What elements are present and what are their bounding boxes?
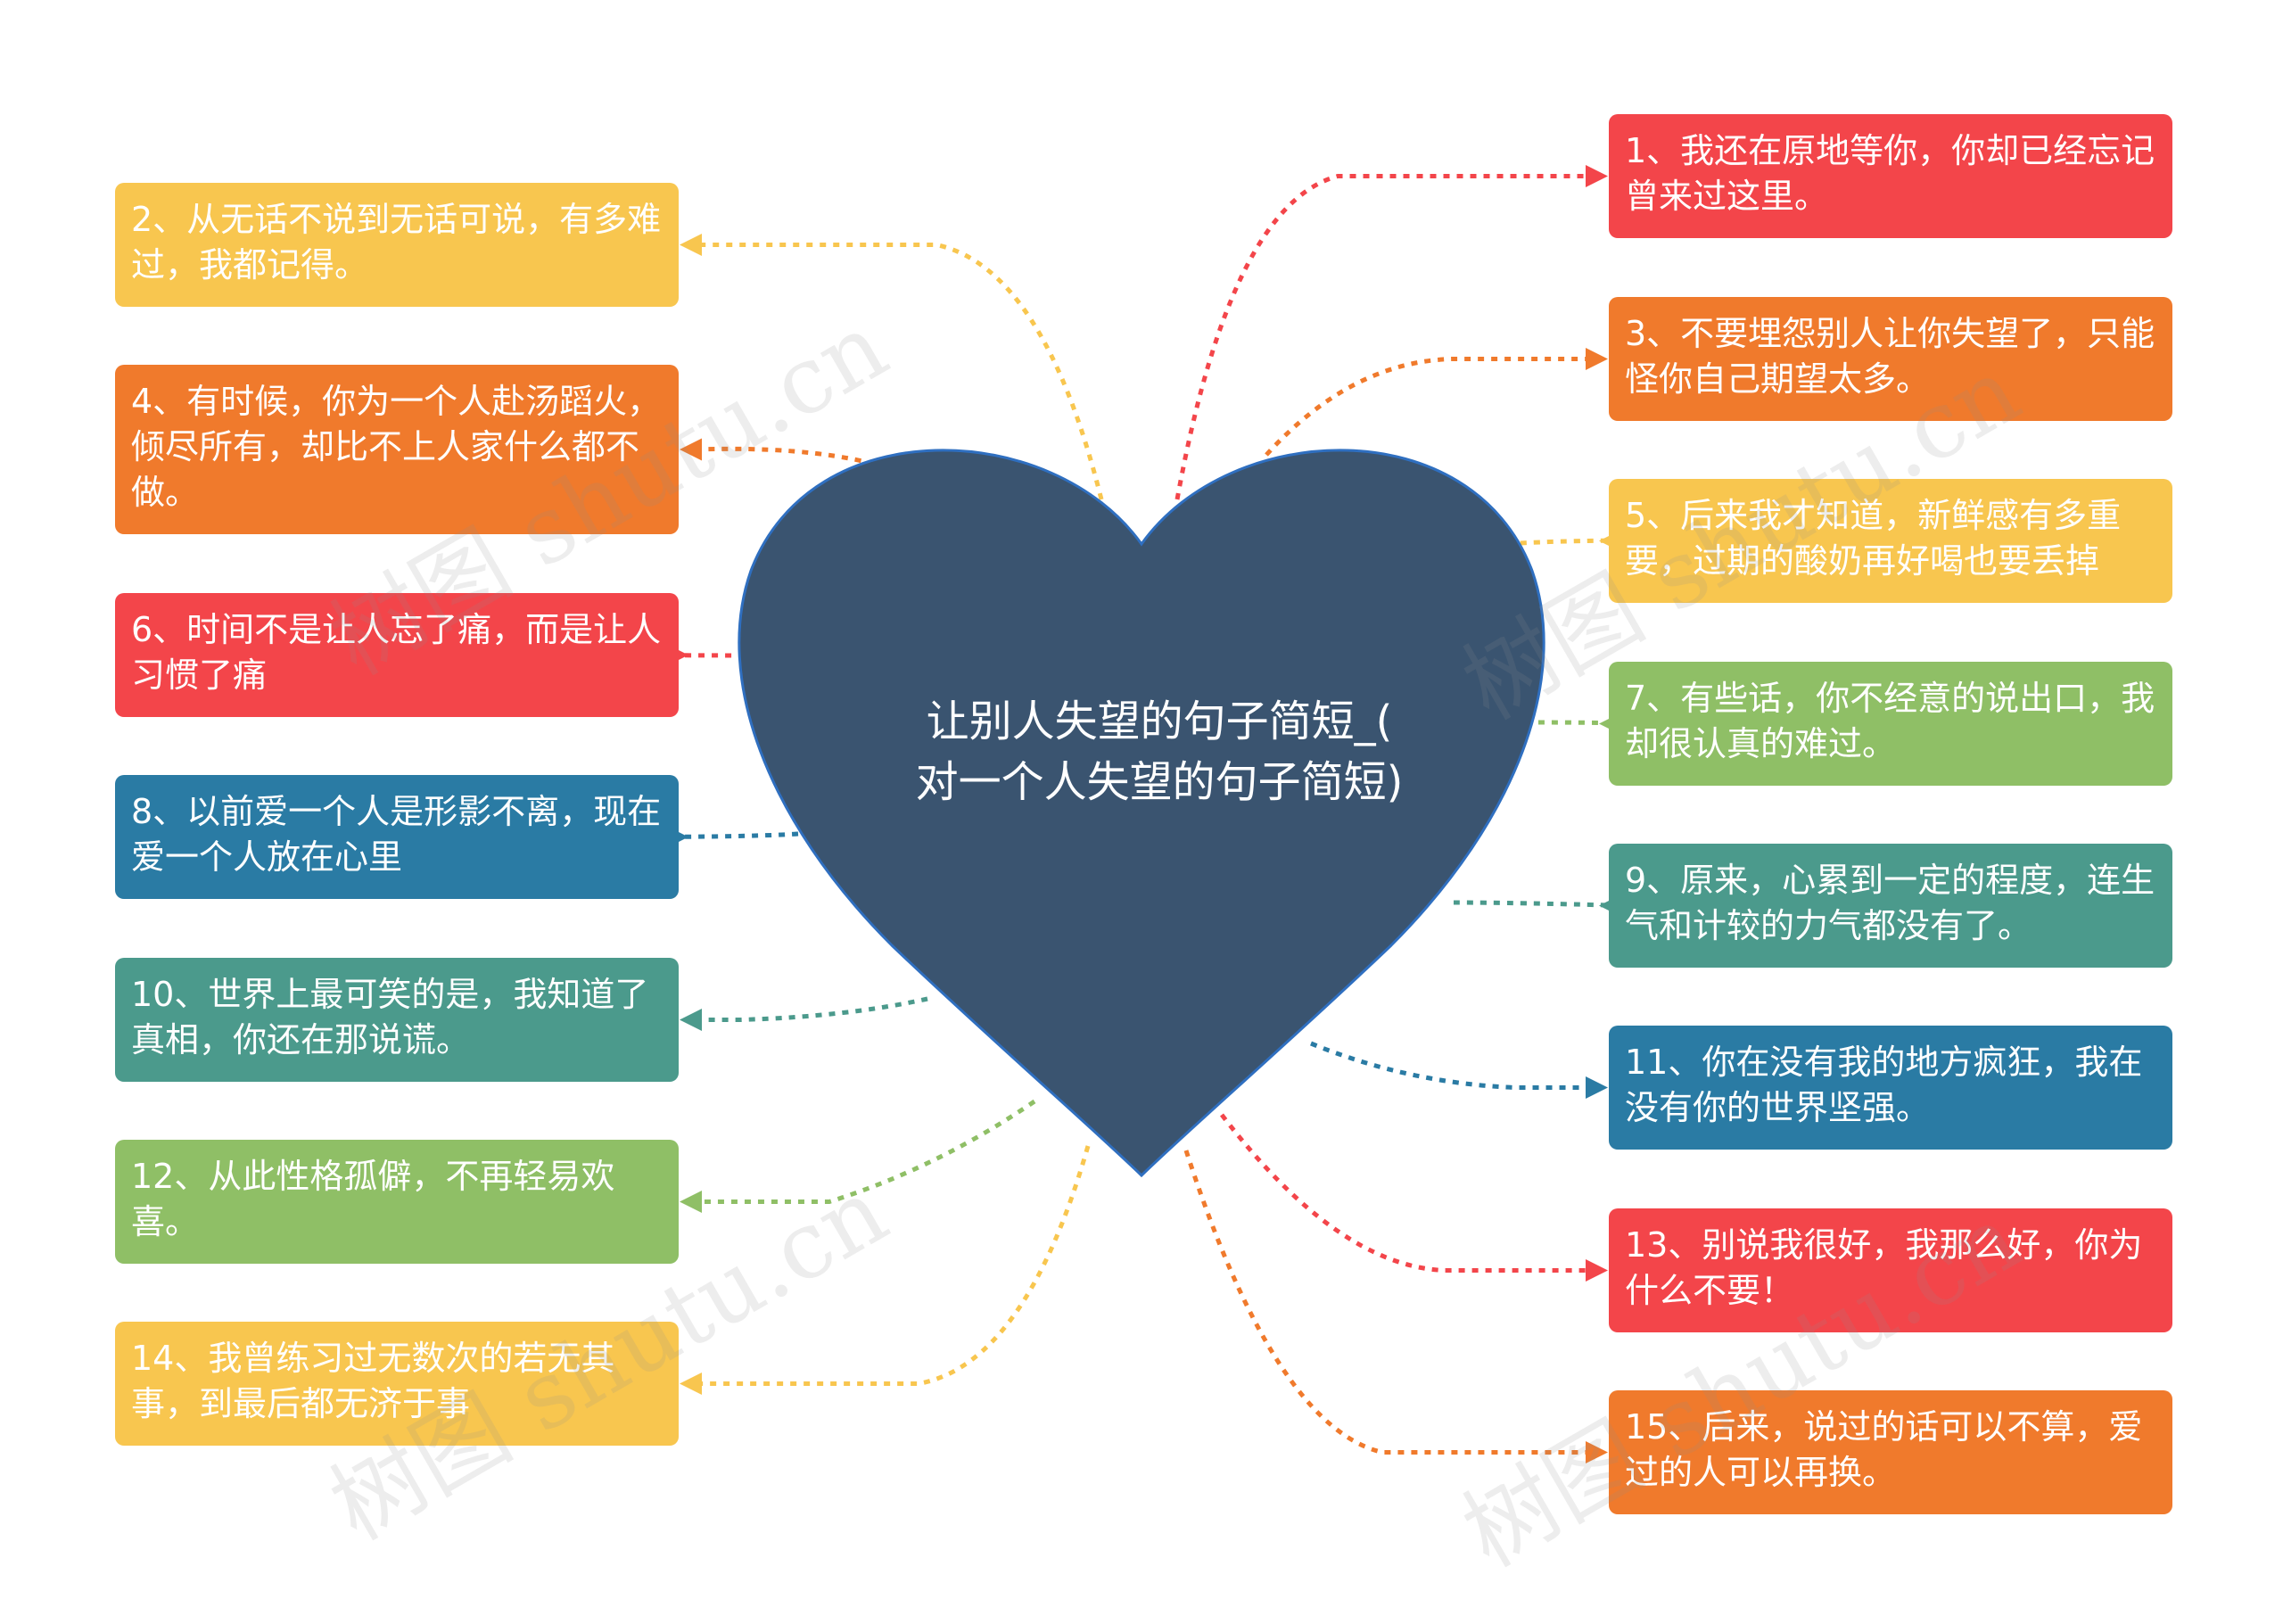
- node-7-text: 7、有些话，你不经意的说出口，我却很认真的难过。: [1625, 679, 2155, 763]
- node-14-text: 14、我曾练习过无数次的若无其事，到最后都无济于事: [131, 1339, 615, 1423]
- node-12-text: 12、从此性格孤僻，不再轻易欢喜。: [131, 1157, 615, 1241]
- node-5-text: 5、后来我才知道，新鲜感有多重要，过期的酸奶再好喝也要丢掉: [1625, 496, 2122, 581]
- connector-n2: [680, 234, 1104, 500]
- connector-n9: [1453, 894, 1624, 917]
- node-9-text: 9、原来，心累到一定的程度，连生气和计较的力气都没有了。: [1625, 861, 2155, 945]
- node-4-text: 4、有时候，你为一个人赴汤蹈火，倾尽所有，却比不上人家什么都不做。: [131, 382, 662, 512]
- connector-n6: [614, 644, 759, 666]
- connector-n5: [1506, 530, 1677, 552]
- node-10-text: 10、世界上最可笑的是，我知道了真相，你还在那说谎。: [131, 975, 649, 1059]
- center-title: 让别人失望的句子简短_( 对一个人失望的句子简短): [838, 691, 1480, 812]
- node-11-text: 11、你在没有我的地方疯狂，我在没有你的世界坚强。: [1625, 1043, 2143, 1127]
- node-2-text: 2、从无话不说到无话可说，有多难过，我都记得。: [131, 200, 662, 284]
- connector-n10: [680, 996, 928, 1031]
- node-1-text: 1、我还在原地等你，你却已经忘记曾来过这里。: [1625, 131, 2155, 216]
- node-8[interactable]: 8、以前爱一个人是形影不离，现在爱一个人放在心里: [115, 775, 679, 899]
- node-2[interactable]: 2、从无话不说到无话可说，有多难过，我都记得。: [115, 183, 679, 307]
- node-7[interactable]: 7、有些话，你不经意的说出口，我却很认真的难过。: [1609, 662, 2172, 786]
- node-13-text: 13、别说我很好，我那么好，你为什么不要！: [1625, 1225, 2143, 1310]
- node-11[interactable]: 11、你在没有我的地方疯狂，我在没有你的世界坚强。: [1609, 1026, 2172, 1150]
- center-title-line-2: 对一个人失望的句子简短): [915, 757, 1404, 807]
- node-6[interactable]: 6、时间不是让人忘了痛，而是让人习惯了痛: [115, 593, 679, 717]
- connector-n1: [1174, 165, 1608, 500]
- node-3-text: 3、不要埋怨别人让你失望了，只能怪你自己期望太多。: [1625, 314, 2155, 399]
- node-10[interactable]: 10、世界上最可笑的是，我知道了真相，你还在那说谎。: [115, 958, 679, 1082]
- connector-n7: [1537, 713, 1682, 735]
- node-15[interactable]: 15、后来，说过的话可以不算，爱过的人可以再换。: [1609, 1390, 2172, 1514]
- connector-n12: [680, 1099, 1036, 1213]
- center-title-line-1: 让别人失望的句子简短_(: [926, 697, 1393, 746]
- node-15-text: 15、后来，说过的话可以不算，爱过的人可以再换。: [1625, 1407, 2143, 1492]
- connector-n4: [680, 438, 875, 466]
- node-6-text: 6、时间不是让人忘了痛，而是让人习惯了痛: [131, 610, 662, 695]
- node-4[interactable]: 4、有时候，你为一个人赴汤蹈火，倾尽所有，却比不上人家什么都不做。: [115, 365, 679, 534]
- node-1[interactable]: 1、我还在原地等你，你却已经忘记曾来过这里。: [1609, 114, 2172, 238]
- connector-n14: [680, 1145, 1091, 1395]
- node-9[interactable]: 9、原来，心累到一定的程度，连生气和计较的力气都没有了。: [1609, 844, 2172, 968]
- connector-n11: [1310, 1041, 1608, 1099]
- node-3[interactable]: 3、不要埋怨别人让你失望了，只能怪你自己期望太多。: [1609, 297, 2172, 421]
- node-8-text: 8、以前爱一个人是形影不离，现在爱一个人放在心里: [131, 792, 662, 877]
- node-13[interactable]: 13、别说我很好，我那么好，你为什么不要！: [1609, 1208, 2172, 1332]
- connector-n3: [1265, 348, 1608, 457]
- connector-n15: [1183, 1150, 1608, 1463]
- node-12[interactable]: 12、从此性格孤僻，不再轻易欢喜。: [115, 1140, 679, 1264]
- node-5[interactable]: 5、后来我才知道，新鲜感有多重要，过期的酸奶再好喝也要丢掉: [1609, 479, 2172, 603]
- heart-shape: [738, 449, 1545, 1178]
- node-14[interactable]: 14、我曾练习过无数次的若无其事，到最后都无济于事: [115, 1322, 679, 1446]
